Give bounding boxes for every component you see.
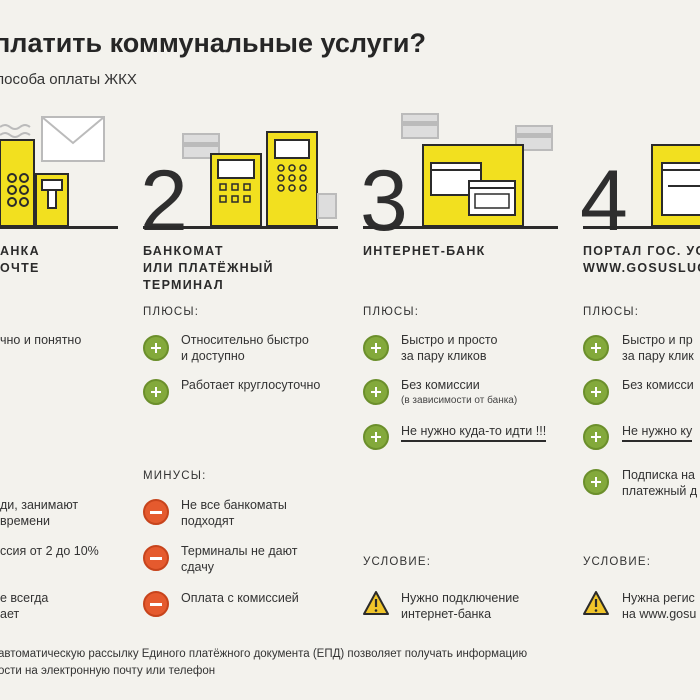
wavy-lines-icon [0, 124, 31, 138]
minus-icon [143, 499, 169, 525]
plus-icon [583, 424, 609, 450]
column-title: БАНКОМАТ ИЛИ ПЛАТЁЖНЫЙ ТЕРМИНАЛ [143, 244, 274, 292]
plus-item-text: чно и понятно [0, 333, 82, 347]
plus-item-text: Не нужно куда-то идти !!! [401, 423, 547, 442]
condition-label: УСЛОВИЕ: [363, 556, 432, 568]
portal-window-icon [651, 144, 700, 227]
plus-label: ПЛЮСЫ: [363, 306, 420, 318]
page-title: платить коммунальные услуги? [0, 28, 426, 58]
minus-item-text: ссия от 2 до 10% [0, 544, 99, 558]
plus-item-text: Не нужно ку [622, 423, 693, 442]
plus-icon [363, 424, 389, 450]
divider [0, 226, 118, 229]
column-title: ПОРТАЛ ГОС. УС WWW.GOSUSLUG [583, 244, 700, 275]
step-number-2: 2 [140, 153, 188, 249]
divider [583, 226, 700, 229]
divider [363, 226, 558, 229]
minus-label: МИНУСЫ: [143, 470, 207, 482]
atm-icon [210, 153, 262, 227]
step-number-3: 3 [360, 153, 408, 249]
browser-window-icon [422, 144, 524, 227]
card-icon-small [317, 193, 337, 219]
plus-icon [363, 379, 389, 405]
minus-icon [143, 545, 169, 571]
plus-label: ПЛЮСЫ: [143, 306, 200, 318]
column-title: АНКА ОЧТЕ [0, 244, 40, 275]
plus-icon [583, 335, 609, 361]
column-title: ИНТЕРНЕТ-БАНК [363, 244, 486, 258]
divider [143, 226, 338, 229]
card-icon [401, 113, 553, 151]
plus-icon [583, 379, 609, 405]
plus-icon [143, 335, 169, 361]
condition-label: УСЛОВИЕ: [583, 556, 652, 568]
footer-note: автоматическую рассылку Единого платёжно… [0, 648, 528, 677]
plus-icon [363, 335, 389, 361]
terminal-icon [266, 131, 318, 227]
plus-item-text: Без комисси [622, 378, 694, 392]
plus-label: ПЛЮСЫ: [583, 306, 640, 318]
plus-item-text: Работает круглосуточно [181, 378, 321, 392]
minus-icon [143, 591, 169, 617]
step-number-4: 4 [580, 153, 628, 249]
plus-item-text: Без комиссии(в зависимости от банка) [401, 378, 518, 406]
warning-icon [583, 591, 609, 615]
page-subtitle: пособа оплаты ЖКХ [0, 71, 137, 88]
envelope-icon [41, 116, 105, 162]
plus-icon [143, 379, 169, 405]
plus-icon [583, 469, 609, 495]
warning-icon [363, 591, 389, 615]
minus-item-text: Оплата с комиссией [181, 591, 299, 605]
card-icon [182, 133, 220, 159]
